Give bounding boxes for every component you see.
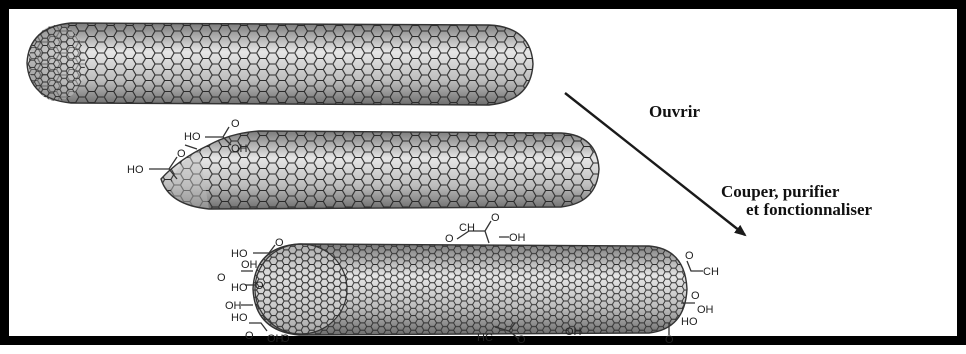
group-label: OH [241, 259, 258, 271]
group-label: O [255, 280, 264, 292]
step-label-process-line1: Couper, purifier [721, 182, 840, 201]
group-label: O [445, 233, 454, 245]
group-label: HO [127, 164, 144, 176]
group-label: O [665, 334, 674, 346]
group-label: O [275, 237, 284, 249]
group-label: OH [231, 143, 248, 155]
closed-nanotube [27, 23, 533, 105]
nanotube-diagram: HO O OH HO O HO O OH O HO O OH HO O OH O… [9, 9, 966, 354]
group-label: O [177, 148, 186, 160]
group-label: OH [509, 232, 526, 244]
group-label: CH [703, 266, 719, 278]
functionalized-nanotube: HO O OH O HO O OH HO O OH O CH O O OH O … [217, 212, 719, 346]
group-label: HO [231, 312, 248, 324]
group-label: O [685, 250, 694, 262]
group-label: HO [184, 131, 201, 143]
group-label: O [281, 333, 290, 345]
step-label-open: Ouvrir [649, 102, 700, 121]
group-label: CH [459, 222, 475, 234]
group-label: HC [477, 332, 493, 344]
group-label: O [691, 290, 700, 302]
group-label: HO [681, 316, 698, 328]
group-label: OH [697, 304, 714, 316]
step-label-process-line2: et fonctionnaliser [746, 200, 873, 219]
group-label: O [517, 334, 526, 346]
group-label: O [491, 212, 500, 224]
group-label: OH [225, 300, 242, 312]
group-label: HO [231, 282, 248, 294]
group-label: O [231, 118, 240, 130]
group-label: O [245, 330, 254, 342]
figure-frame: HO O OH HO O HO O OH O HO O OH HO O OH O… [0, 0, 966, 345]
group-label: O [217, 272, 226, 284]
group-label: OH [565, 326, 582, 338]
opened-nanotube: HO O OH HO O [127, 118, 599, 209]
